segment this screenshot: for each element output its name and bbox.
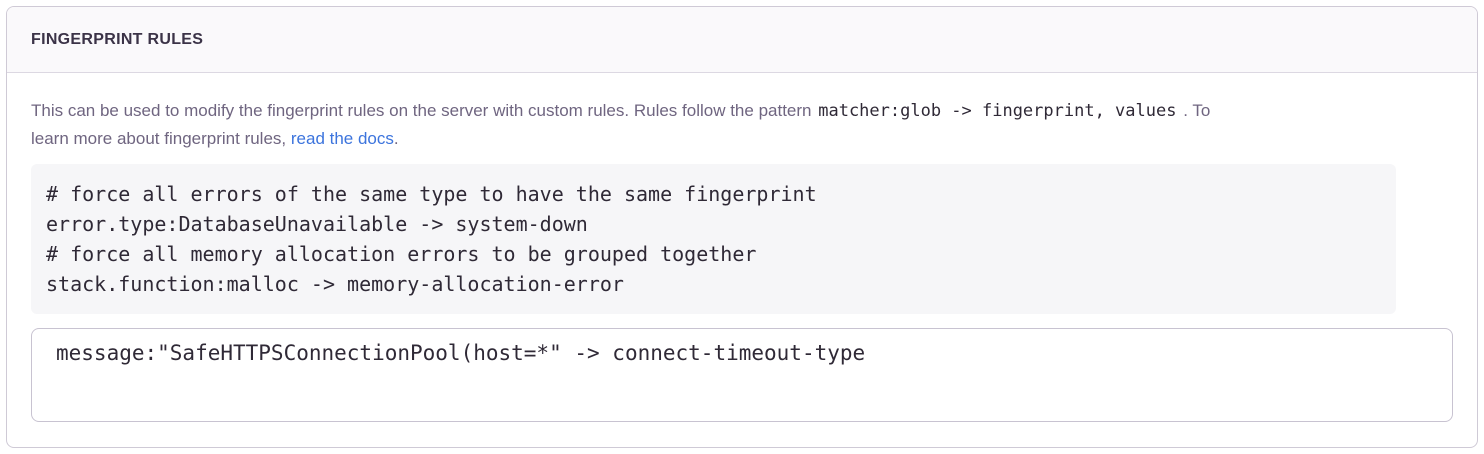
read-the-docs-link[interactable]: read the docs (290, 129, 394, 148)
fingerprint-rules-panel: FINGERPRINT RULES This can be used to mo… (6, 6, 1478, 448)
description-text-1: This can be used to modify the fingerpri… (31, 101, 812, 120)
description-text-3: learn more about fingerprint rules, (31, 129, 287, 148)
description: This can be used to modify the fingerpri… (31, 97, 1396, 152)
panel-body: This can be used to modify the fingerpri… (7, 73, 1477, 447)
panel-header: FINGERPRINT RULES (7, 7, 1477, 73)
panel-title: FINGERPRINT RULES (31, 30, 204, 48)
pattern-inline-code: matcher:glob -> fingerprint, values (818, 101, 1177, 121)
description-text-2: . To (1183, 101, 1211, 120)
fingerprint-rules-textarea[interactable]: message:"SafeHTTPSConnectionPool(host=*"… (31, 328, 1453, 422)
example-code-block: # force all errors of the same type to h… (31, 164, 1396, 314)
description-text-4: . (393, 129, 399, 148)
